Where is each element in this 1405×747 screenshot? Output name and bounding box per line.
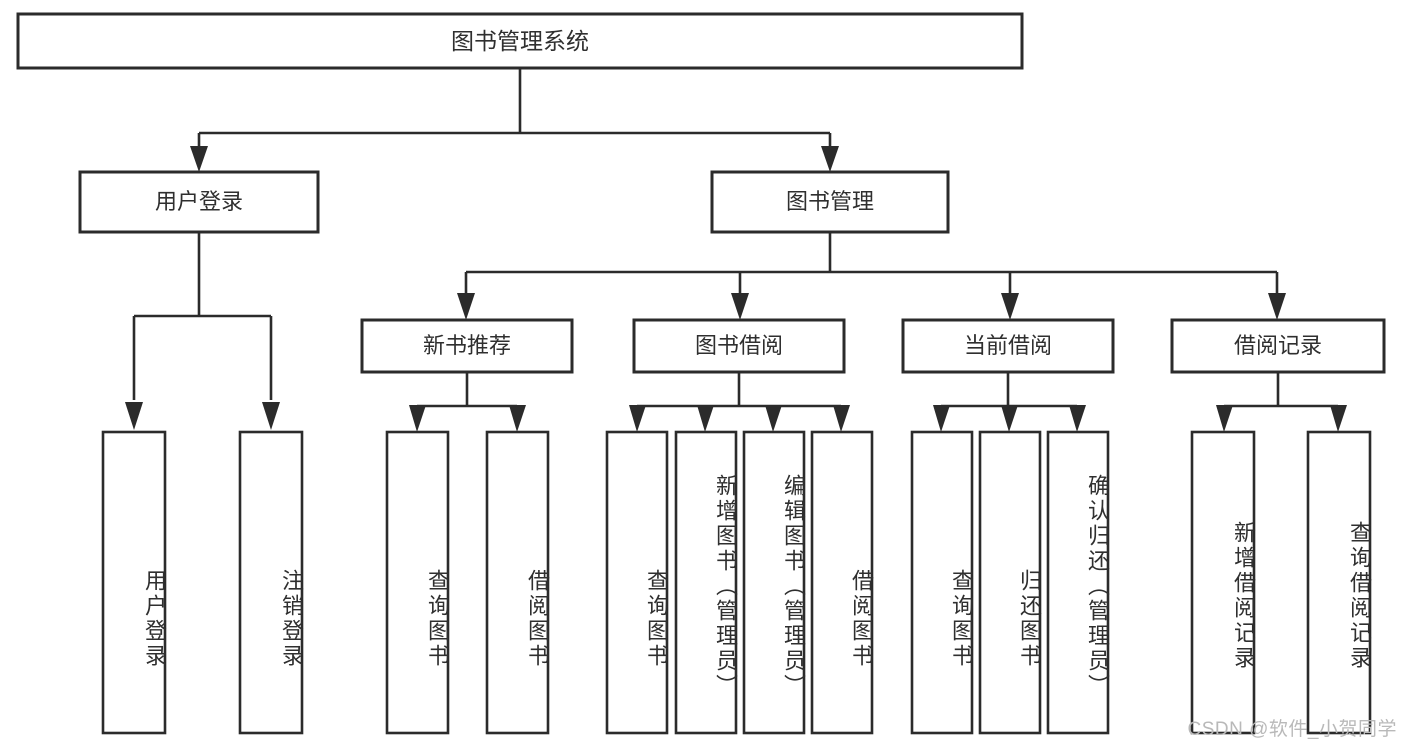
arrow-newbook-leaf-1 (409, 405, 426, 432)
node-book-management-box[interactable] (710, 170, 950, 234)
leaf-box-add-book-admin[interactable] (674, 430, 738, 735)
arrow-borrowrecord-leaf-2 (1330, 405, 1347, 432)
arrow-to-new-book-rec (457, 293, 475, 320)
arrow-currentborrow-leaf-1 (933, 405, 950, 432)
node-user-login-label: 用户登录 (155, 189, 243, 214)
arrow-currentborrow-leaf-2 (1001, 405, 1018, 432)
leaf-box-confirm-return-admin[interactable] (1046, 430, 1110, 735)
leaf-box-return-book[interactable] (978, 430, 1042, 735)
node-book-management[interactable]: 图书管理 (710, 170, 950, 234)
arrow-bookborrow-leaf-2 (697, 405, 714, 432)
node-book-management-label: 图书管理 (786, 189, 874, 214)
node-book-borrow-label: 图书借阅 (695, 333, 783, 358)
node-current-borrow[interactable]: 当前借阅 (901, 318, 1115, 374)
node-borrow-record-label: 借阅记录 (1234, 333, 1322, 358)
leaf-box-query-book-2[interactable] (605, 430, 669, 735)
arrow-root-to-user-login (190, 146, 208, 172)
arrow-bookborrow-leaf-3 (765, 405, 782, 432)
node-borrow-record-box[interactable] (1170, 318, 1386, 374)
leaf-box-query-book-3[interactable] (910, 430, 974, 735)
arrow-currentborrow-leaf-3 (1069, 405, 1086, 432)
node-user-login[interactable]: 用户登录 (78, 170, 320, 234)
arrow-to-book-borrow (731, 293, 749, 320)
leaf-box-borrow-book-2[interactable] (810, 430, 874, 735)
arrow-bookborrow-leaf-1 (629, 405, 646, 432)
arrow-to-leaf-logout (262, 402, 280, 430)
leaf-box-add-borrow-record[interactable] (1190, 430, 1256, 735)
node-new-book-recommend-box[interactable] (360, 318, 574, 374)
arrow-to-leaf-user-login (125, 402, 143, 430)
leaf-box-user-login[interactable] (101, 430, 167, 735)
node-current-borrow-box[interactable] (901, 318, 1115, 374)
arrow-root-to-book-mgmt (821, 146, 839, 172)
node-root-label: 图书管理系统 (451, 28, 589, 54)
node-root[interactable]: 图书管理系统 (16, 12, 1024, 70)
node-root-box[interactable] (16, 12, 1024, 70)
node-new-book-recommend-label: 新书推荐 (423, 333, 511, 358)
node-book-borrow[interactable]: 图书借阅 (632, 318, 846, 374)
arrow-to-borrow-record (1268, 293, 1286, 320)
arrow-bookborrow-leaf-4 (833, 405, 850, 432)
arrow-borrowrecord-leaf-1 (1216, 405, 1233, 432)
arrow-to-current-borrow (1001, 293, 1019, 320)
node-borrow-record[interactable]: 借阅记录 (1170, 318, 1386, 374)
node-book-borrow-box[interactable] (632, 318, 846, 374)
leaf-box-query-borrow-record[interactable] (1306, 430, 1372, 735)
leaf-box-logout[interactable] (238, 430, 304, 735)
node-current-borrow-label: 当前借阅 (964, 333, 1052, 358)
leaf-box-query-book-1[interactable] (385, 430, 450, 735)
arrow-newbook-leaf-2 (509, 405, 526, 432)
node-new-book-recommend[interactable]: 新书推荐 (360, 318, 574, 374)
csdn-watermark: CSDN @软件_小贺同学 (1187, 719, 1397, 740)
leaf-box-borrow-book-1[interactable] (485, 430, 550, 735)
leaf-box-edit-book-admin[interactable] (742, 430, 806, 735)
